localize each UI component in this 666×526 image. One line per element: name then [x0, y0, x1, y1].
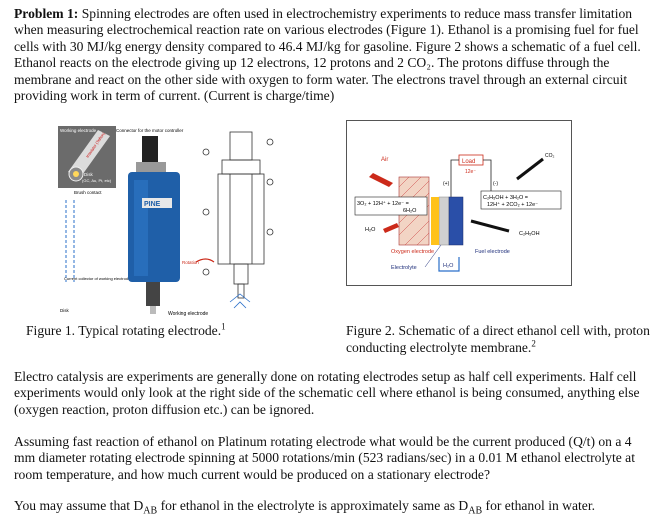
- cathode-reaction-line-2: 6H₂O: [403, 208, 417, 214]
- label-working-electrode-bottom: Working electrode: [168, 311, 208, 317]
- problem-paragraph-2: Electro catalysis are experiments are ge…: [14, 369, 640, 417]
- figure-1-caption-sup: 1: [221, 321, 226, 332]
- fuel-electrode-block: [448, 196, 464, 246]
- water-out-arrow: [383, 223, 399, 233]
- rotator-body: PINE: [128, 136, 180, 314]
- paragraph-1-text: Spinning electrodes are often used in el…: [14, 6, 641, 104]
- anode-reaction-line-2: 12H⁺ + 2CO₂ + 12e⁻: [487, 201, 538, 208]
- problem-paragraph-3: Assuming fast reaction of ethanol on Pla…: [14, 434, 635, 482]
- label-ethanol: C₂H₅OH: [519, 231, 540, 237]
- figure-1-rotating-electrode: Working electrode Insulator (Teflon) Dis…: [58, 122, 278, 320]
- label-minus: (-): [493, 181, 498, 187]
- problem-heading: Problem 1:: [14, 6, 79, 21]
- label-air: Air: [381, 157, 388, 163]
- cathode-reaction-box: [354, 196, 428, 216]
- cathode-catalyst-layer: [431, 197, 439, 245]
- figure-2-fuel-cell: Load 12e⁻ (+) (-) Air CO₂ 3O₂ + 12H⁺ + 1…: [346, 120, 572, 286]
- brand-label: PINE: [144, 201, 161, 208]
- ethanol-arrow: [470, 219, 510, 233]
- anode-reaction-box: [480, 190, 562, 210]
- label-load: Load: [462, 159, 475, 165]
- figure-2-caption-text: Figure 2. Schematic of a direct ethanol …: [346, 323, 650, 355]
- electrode-rod-photo: [58, 126, 116, 188]
- label-disk-materials: (GC, Au, Pt, etc): [82, 178, 112, 183]
- water-trough: [438, 257, 460, 272]
- label-brush-contact: Brush contact: [74, 190, 102, 195]
- label-current-collector: Current collector of working electrode: [64, 276, 131, 281]
- figure-2-caption: Figure 2. Schematic of a direct ethanol …: [346, 322, 656, 356]
- cross-section-drawing: [202, 131, 274, 299]
- label-h2o-left: H₂O: [365, 227, 376, 233]
- p4-sub-2: AB: [468, 505, 483, 517]
- label-oxygen-electrode: Oxygen electrode: [391, 249, 434, 255]
- label-working-electrode: Working electrode: [60, 128, 97, 133]
- label-plus: (+): [443, 181, 450, 187]
- cathode-reaction-line-1: 3O₂ + 12H⁺ + 12e⁻ =: [357, 200, 409, 207]
- co2-arrow: [516, 157, 544, 181]
- label-fuel-electrode: Fuel electrode: [475, 249, 510, 255]
- label-disk-bottom: Disk: [60, 308, 69, 313]
- p4-mid: for ethanol in the electrolyte is approx…: [157, 498, 469, 513]
- p4-pre: You may assume that D: [14, 498, 144, 513]
- problem-paragraph-4: You may assume that DAB for ethanol in t…: [14, 498, 654, 517]
- fuel-cell-schematic: Load 12e⁻ (+) (-) Air CO₂ 3O₂ + 12H⁺ + 1…: [354, 153, 562, 272]
- label-connector: Connector for the motor controller: [116, 128, 184, 133]
- label-h2o-bottom: H₂O: [443, 263, 454, 269]
- electrolyte-membrane: [438, 196, 450, 246]
- figure-1-caption: Figure 1. Typical rotating electrode.1: [26, 322, 296, 339]
- label-rotation: Rotation: [182, 260, 199, 265]
- anode-reaction-line-1: C₂H₅OH + 3H₂O =: [483, 195, 528, 201]
- figure-2-caption-sup: 2: [531, 338, 536, 349]
- p4-sub-1: AB: [143, 505, 158, 517]
- air-arrow: [369, 173, 393, 187]
- problem-paragraph-1: Problem 1: Spinning electrodes are often…: [14, 6, 654, 104]
- label-electrolyte: Electrolyte: [391, 265, 417, 271]
- label-disk: Disk: [84, 172, 93, 177]
- label-co2: CO₂: [545, 153, 555, 159]
- p4-post: for ethanol in water.: [482, 498, 596, 513]
- label-electrons: 12e⁻: [465, 169, 476, 175]
- figure-1-caption-text: Figure 1. Typical rotating electrode.: [26, 323, 222, 338]
- rotating-electrode-illustration: Working electrode Insulator (Teflon) Dis…: [58, 126, 274, 317]
